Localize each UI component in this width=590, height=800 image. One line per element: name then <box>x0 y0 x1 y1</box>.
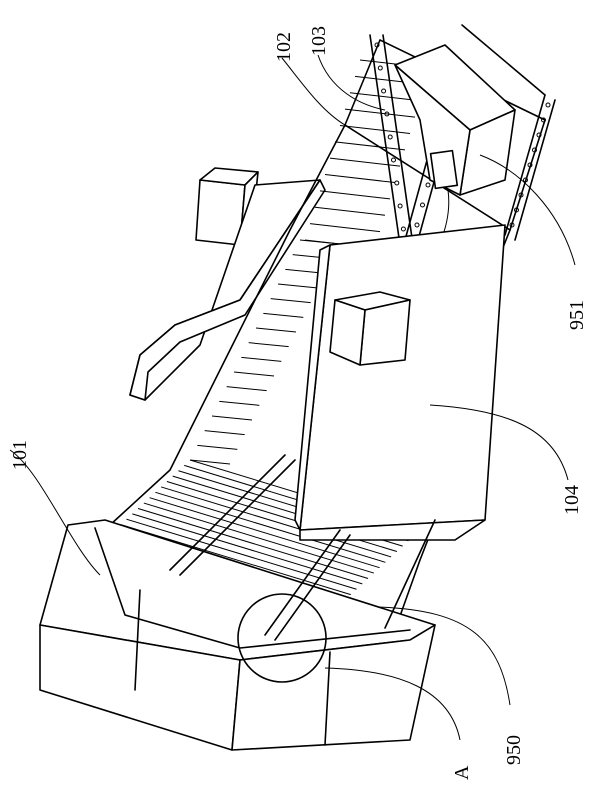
front-panel <box>294 224 506 541</box>
bolt-hole <box>387 134 393 140</box>
bolt-hole <box>527 162 533 168</box>
bolt-hole <box>374 42 380 48</box>
bolt-hole <box>425 182 431 188</box>
roller-middle <box>211 415 253 421</box>
roller-lower <box>149 497 380 569</box>
bolt-hole <box>532 147 537 153</box>
leader-104 <box>429 404 569 481</box>
roller-lower <box>155 491 386 563</box>
roller-middle <box>248 342 289 348</box>
bolt-hole <box>397 203 403 209</box>
bolt-hole <box>394 180 400 186</box>
label-951: 951 <box>566 300 588 330</box>
roller-middle <box>226 386 267 392</box>
roller-upper <box>324 174 396 184</box>
bolt-hole <box>414 222 420 228</box>
leader-a <box>324 667 461 741</box>
roller-lower <box>120 524 351 596</box>
leader-lines <box>9 54 576 741</box>
roller-lower <box>126 518 357 590</box>
side-rail-right <box>504 94 546 236</box>
control-box-mid <box>329 291 411 366</box>
bolt-hole <box>518 192 524 198</box>
roller-lower <box>161 486 392 558</box>
side-rail-left <box>369 34 401 246</box>
roller-middle <box>189 459 231 465</box>
roller-upper <box>344 108 416 118</box>
roller-middle <box>299 239 341 245</box>
roller-middle <box>255 327 297 333</box>
roller-middle <box>241 356 282 362</box>
roller-middle <box>204 430 245 436</box>
roller-upper <box>314 206 386 216</box>
label-102: 102 <box>273 32 295 62</box>
bolt-hole <box>377 65 383 71</box>
side-rail-top <box>461 24 546 96</box>
roller-middle <box>197 444 238 450</box>
bolt-hole <box>541 117 546 123</box>
roller-middle <box>233 371 275 377</box>
roller-upper <box>339 124 411 134</box>
bolt-hole <box>514 207 519 213</box>
leader-950 <box>377 606 511 706</box>
leader-101 <box>9 449 101 576</box>
roller-upper <box>309 223 381 233</box>
bolt-hole <box>536 132 542 138</box>
feeding-bin <box>39 454 436 751</box>
roller-middle <box>263 312 304 318</box>
bolt-hole <box>400 226 406 232</box>
roller-upper <box>329 157 401 167</box>
bolt-hole <box>384 111 390 117</box>
bolt-hole <box>523 177 528 183</box>
roller-upper <box>334 141 406 151</box>
leader-951 <box>479 154 576 266</box>
side-rail-right-outer <box>514 99 556 241</box>
roller-upper <box>319 190 391 200</box>
bolt-hole <box>391 157 396 163</box>
roller-lower <box>137 507 369 579</box>
detail-circle-a <box>237 593 327 683</box>
roller-upper <box>349 92 421 102</box>
roller-middle <box>270 298 311 304</box>
side-hopper <box>129 167 326 401</box>
roller-lower <box>143 502 374 574</box>
bolt-hole <box>420 202 425 208</box>
label-103: 103 <box>308 26 330 56</box>
roller-middle <box>277 283 319 289</box>
bolt-hole <box>381 88 387 94</box>
motor-box-top <box>394 44 516 196</box>
bolt-hole <box>545 102 551 108</box>
label-a: A <box>451 765 473 780</box>
bolt-hole <box>509 222 515 228</box>
leader-103 <box>317 54 386 111</box>
roller-middle <box>219 400 260 406</box>
leader-102 <box>281 57 346 126</box>
side-rail-left-inner <box>382 34 414 246</box>
label-950: 950 <box>503 735 525 765</box>
label-104: 104 <box>561 485 583 515</box>
label-101: 101 <box>9 440 31 470</box>
